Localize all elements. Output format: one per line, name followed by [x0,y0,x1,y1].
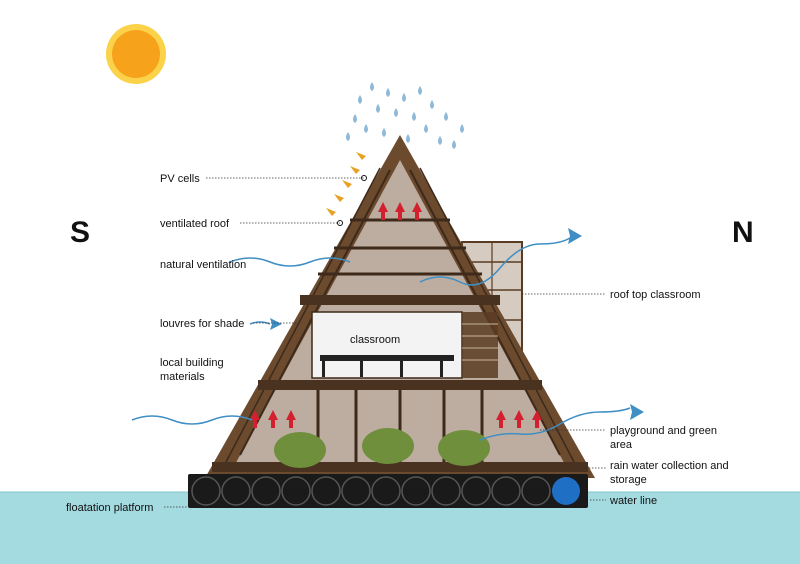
floatation-drum [251,476,281,506]
up-arrow-icon [378,202,388,220]
label-rainwater-line2: storage [610,474,647,486]
airflow-arrowhead-icon [270,318,282,330]
label-louvres: louvres for shade [160,318,244,330]
louvre-panel-right [462,312,498,378]
airflow-arrowhead-icon [630,404,644,420]
floor-slab-middle [258,380,542,390]
floatation-drum [221,476,251,506]
tree-icon [274,432,326,468]
raindrop-icon [402,93,406,102]
floatation-drum [311,476,341,506]
up-arrow-icon [250,410,260,428]
solar-ray-icon [350,166,360,174]
classroom-desks [320,355,454,361]
raindrop-icon [382,128,386,137]
airflow-wave [249,321,271,325]
floor-slab-upper [300,295,500,305]
raindrop-icon [353,114,357,123]
floatation-drum [491,476,521,506]
airflow-lines [131,237,631,441]
raindrop-icon [386,88,390,97]
airflow-wave [479,407,631,441]
solar-ray-icon [356,152,366,160]
floatation-drum [371,476,401,506]
raindrop-icon [444,112,448,121]
solar-ray-icon [334,194,344,202]
up-arrow-icon [268,410,278,428]
up-arrow-icon [412,202,422,220]
floatation-drum [191,476,221,506]
raindrop-icon [418,86,422,95]
raindrop-icon [438,136,442,145]
raindrop-icon [346,132,350,141]
floor-slab-lower [212,462,588,472]
green-area [274,428,490,468]
label-pv-cells: PV cells [160,173,200,185]
solar-ray-icon [342,180,352,188]
heat-arrows [250,202,542,428]
label-natural-ventilation: natural ventilation [160,259,246,271]
label-water-line: water line [609,495,657,507]
label-playground-line1: playground and green [610,425,717,437]
raindrop-icon [394,108,398,117]
label-floatation-platform: floatation platform [66,502,153,514]
label-local-materials-line1: local building [160,357,224,369]
floatation-platform [188,474,588,508]
up-arrow-icon [395,202,405,220]
raindrop-icon [424,124,428,133]
label-rainwater-line1: rain water collection and [610,460,729,472]
raindrop-icon [460,124,464,133]
floatation-drum [341,476,371,506]
airflow-arrowhead-icon [568,228,582,244]
solar-rays [326,152,366,216]
raindrop-icon [430,100,434,109]
leader-dot [337,220,343,226]
rain-drops [346,82,464,149]
floatation-drum [281,476,311,506]
tree-icon [438,430,490,466]
tree-icon [362,428,414,464]
floatation-drum [461,476,491,506]
sun-icon [106,24,166,84]
up-arrow-icon [532,410,542,428]
a-frame-structure [205,135,595,478]
raindrop-icon [406,134,410,143]
raindrop-icon [358,95,362,104]
leader-lines [164,177,606,508]
label-playground-line2: area [610,439,633,451]
leader-dot [361,175,367,181]
up-arrow-icon [496,410,506,428]
floatation-drum [521,476,551,506]
storage-tank [552,477,580,505]
floatation-drum [401,476,431,506]
label-local-materials-line2: materials [160,371,205,383]
label-roof-top-classroom: roof top classroom [610,289,700,301]
solar-ray-icon [326,208,336,216]
raindrop-icon [412,112,416,121]
compass-south: S [70,216,90,249]
airflow-wave [229,257,351,267]
up-arrow-icon [514,410,524,428]
label-ventilated-roof: ventilated roof [160,218,230,230]
raindrop-icon [452,140,456,149]
raindrop-icon [376,104,380,113]
classroom-space [311,311,463,379]
raindrop-icon [370,82,374,91]
up-arrow-icon [286,410,296,428]
airflow-wave [419,237,571,286]
classroom-label: classroom [350,334,400,346]
airflow-wave [131,415,253,425]
compass-north: N [732,216,754,249]
raindrop-icon [364,124,368,133]
floatation-drum [431,476,461,506]
